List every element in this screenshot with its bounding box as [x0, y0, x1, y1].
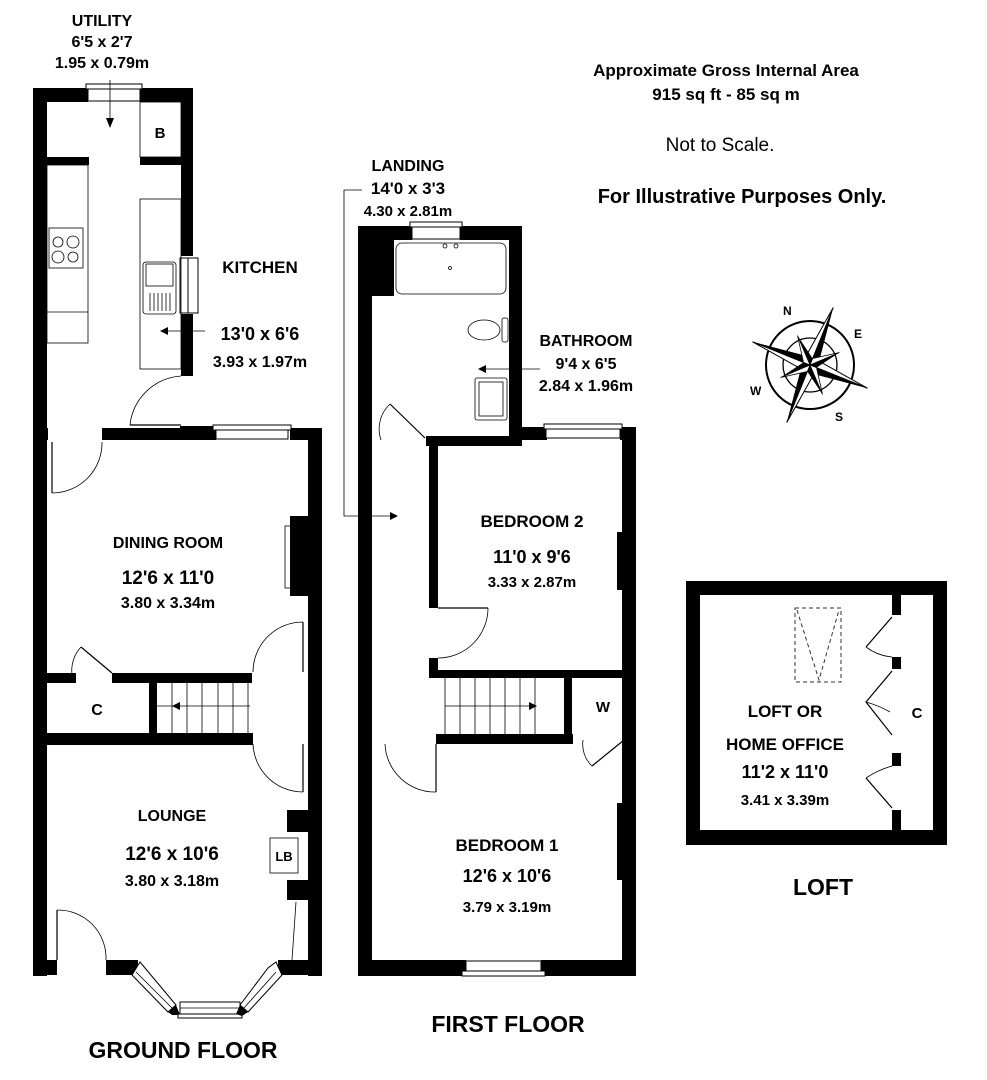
svg-text:LOFT OR: LOFT OR — [748, 702, 823, 721]
room-utility: UTILITY 6'5 x 2'7 1.95 x 0.79m — [55, 13, 149, 72]
svg-text:6'5 x 2'7: 6'5 x 2'7 — [72, 34, 133, 51]
svg-text:3.79 x 3.19m: 3.79 x 3.19m — [463, 899, 551, 916]
compass-w: W — [750, 384, 762, 398]
svg-text:KITCHEN: KITCHEN — [222, 258, 298, 277]
svg-text:DINING ROOM: DINING ROOM — [113, 535, 223, 552]
svg-text:12'6 x 10'6: 12'6 x 10'6 — [463, 866, 552, 886]
room-bathroom: BATHROOM 9'4 x 6'5 2.84 x 1.96m — [539, 333, 633, 395]
svg-text:9'4 x 6'5: 9'4 x 6'5 — [556, 356, 617, 373]
svg-text:3.80 x 3.18m: 3.80 x 3.18m — [125, 873, 219, 890]
svg-text:4.30 x 2.81m: 4.30 x 2.81m — [364, 203, 452, 220]
room-loft-office: LOFT OR HOME OFFICE 11'2 x 11'0 3.41 x 3… — [726, 702, 844, 809]
svg-text:LOUNGE: LOUNGE — [138, 808, 207, 825]
ground-floor-plan: B — [33, 80, 322, 1019]
svg-text:1.95 x 0.79m: 1.95 x 0.79m — [55, 55, 149, 72]
log-burner-marker: LB — [275, 849, 292, 864]
first-floor-label: FIRST FLOOR — [431, 1011, 585, 1037]
svg-text:11'2 x 11'0: 11'2 x 11'0 — [742, 762, 829, 782]
staircase-ground — [157, 683, 250, 733]
room-dining: DINING ROOM 12'6 x 11'0 3.80 x 3.34m — [113, 535, 223, 612]
compass-n: N — [783, 304, 792, 318]
svg-text:12'6 x 11'0: 12'6 x 11'0 — [122, 568, 215, 589]
svg-text:3.93 x 1.97m: 3.93 x 1.97m — [213, 354, 307, 371]
svg-text:2.84 x 1.96m: 2.84 x 1.96m — [539, 378, 633, 395]
cupboard-marker-ground: C — [91, 702, 103, 719]
compass-rose-icon: N E S W — [750, 304, 868, 424]
room-bedroom-2: BEDROOM 2 11'0 x 9'6 3.33 x 2.87m — [481, 512, 584, 591]
boiler-marker: B — [155, 125, 166, 142]
svg-text:BATHROOM: BATHROOM — [539, 333, 632, 350]
gia-value: 915 sq ft - 85 sq m — [652, 85, 799, 104]
room-bedroom-1: BEDROOM 1 12'6 x 10'6 3.79 x 3.19m — [456, 836, 559, 916]
svg-text:UTILITY: UTILITY — [72, 13, 133, 30]
not-to-scale: Not to Scale. — [666, 135, 775, 156]
svg-text:13'0 x 6'6: 13'0 x 6'6 — [221, 324, 300, 344]
svg-text:14'0 x 3'3: 14'0 x 3'3 — [371, 179, 445, 198]
gia-title: Approximate Gross Internal Area — [593, 61, 859, 80]
room-landing: LANDING 14'0 x 3'3 4.30 x 2.81m — [364, 158, 452, 220]
svg-text:12'6 x 10'6: 12'6 x 10'6 — [125, 844, 219, 865]
cupboard-marker-loft: C — [912, 705, 923, 722]
svg-text:BEDROOM 2: BEDROOM 2 — [481, 512, 584, 531]
svg-text:BEDROOM 1: BEDROOM 1 — [456, 836, 559, 855]
svg-text:3.41 x 3.39m: 3.41 x 3.39m — [741, 792, 829, 809]
info-block: Approximate Gross Internal Area 915 sq f… — [593, 61, 886, 208]
staircase-first — [444, 678, 537, 735]
ground-floor-label: GROUND FLOOR — [88, 1037, 277, 1063]
wardrobe-marker: W — [596, 699, 611, 716]
svg-text:11'0 x 9'6: 11'0 x 9'6 — [493, 547, 571, 567]
loft-label: LOFT — [793, 874, 853, 900]
compass-s: S — [835, 410, 843, 424]
loft-plan: C — [686, 581, 947, 845]
illustrative-note: For Illustrative Purposes Only. — [598, 186, 887, 208]
svg-text:3.33 x 2.87m: 3.33 x 2.87m — [488, 574, 576, 591]
compass-e: E — [854, 327, 862, 341]
first-floor-plan: W — [343, 189, 636, 977]
svg-text:3.80 x 3.34m: 3.80 x 3.34m — [121, 595, 215, 612]
svg-text:LANDING: LANDING — [372, 158, 445, 175]
room-lounge: LOUNGE 12'6 x 10'6 3.80 x 3.18m — [125, 808, 219, 890]
svg-text:HOME OFFICE: HOME OFFICE — [726, 735, 844, 754]
room-kitchen: KITCHEN 13'0 x 6'6 3.93 x 1.97m — [213, 258, 307, 371]
